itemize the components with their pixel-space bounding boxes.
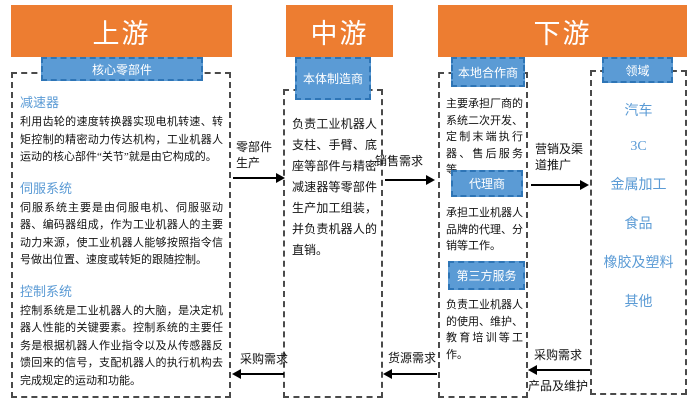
field-item-automotive: 汽车 [624, 104, 653, 119]
arrow-line-marketing-promo [531, 184, 581, 186]
arrow-label-marketing-promo: 营销及渠道推广 [535, 142, 584, 172]
arrow-label-supply-source-demand: 货源需求 [388, 351, 437, 365]
midstream-description: 负责工业机器人支柱、手臂、底座等部件与精密减速器等零部件生产加工组装，并负责机器… [292, 117, 377, 257]
agent-description: 承担工业机器人品牌的代理、分销等工作。 [446, 207, 523, 252]
section-body-reducer: 利用齿轮的速度转换器实现电机转速、转矩控制的精密动力传达机构，工业机器人运动的核… [20, 116, 223, 163]
arrow-label-purchase-demand-right: 采购需求 [534, 348, 583, 362]
downstream-header: 下游 [438, 5, 687, 57]
arrow-line-purchase-demand-left [240, 373, 284, 375]
third-party-service-description: 负责工业机器人的使用、维护、教育培训等工作。 [446, 299, 523, 361]
field-item-3c: 3C [630, 139, 647, 154]
arrow-label-product-maintenance: 产品及维护 [528, 379, 589, 393]
fields-list: 汽车 3C 金属加工 食品 橡胶及塑料 其他 [590, 70, 687, 311]
field-item-other: 其他 [624, 295, 653, 310]
section-title-servo: 伺服系统 [20, 180, 73, 196]
field-item-rubber-plastic: 橡胶及塑料 [603, 256, 674, 271]
section-title-control: 控制系统 [20, 283, 73, 299]
arrow-label-parts-production: 零部件生产 [236, 140, 273, 170]
upstream-content: 减速器 利用齿轮的速度转换器实现电机转速、转矩控制的精密动力传达机构，工业机器人… [20, 92, 223, 390]
arrow-head-left-icon [232, 369, 241, 379]
arrow-line-sales-demand [385, 179, 427, 181]
midstream-tag-body-manufacturer: 本体制造商 [295, 57, 371, 100]
field-item-food: 食品 [624, 217, 653, 232]
downstream-tag-local-partner: 本地合作商 [451, 57, 525, 87]
upstream-header: 上游 [11, 5, 232, 57]
local-partner-description: 主要承担厂商的系统二次开发、定制末端执行器、售后服务等。 [446, 98, 523, 176]
midstream-box [283, 89, 383, 398]
fields-tag: 领域 [602, 57, 673, 83]
upstream-box [11, 72, 231, 398]
arrow-head-right-icon [276, 173, 285, 183]
section-body-servo: 伺服系统主要是由伺服电机、伺服驱动器、编码器组成，作为工业机器人的主要动力来源，… [20, 201, 223, 267]
third-party-service-tag: 第三方服务 [448, 261, 525, 290]
downstream-partner-box [438, 72, 528, 398]
midstream-header: 中游 [286, 5, 393, 57]
arrow-line-purchase-demand-right [536, 369, 590, 371]
arrow-line-supply-source-demand [391, 373, 437, 375]
arrow-line-parts-production [233, 177, 277, 179]
arrow-head-right-icon [426, 175, 435, 185]
fields-box [590, 70, 687, 395]
arrow-label-purchase-demand-left: 采购需求 [240, 352, 289, 366]
section-title-reducer: 减速器 [20, 95, 60, 110]
arrow-head-left-icon [383, 369, 392, 379]
arrow-head-left-icon [528, 365, 537, 375]
section-body-control: 控制系统是工业机器人的大脑，是决定机器人性能的关键要素。控制系统的主要任务是根据… [20, 304, 223, 387]
arrow-label-sales-demand: 销售需求 [375, 154, 424, 168]
field-item-metal: 金属加工 [610, 178, 667, 193]
agent-tag: 代理商 [451, 170, 523, 197]
arrow-head-right-icon [580, 180, 589, 190]
upstream-tag-core-components: 核心零部件 [41, 57, 203, 81]
